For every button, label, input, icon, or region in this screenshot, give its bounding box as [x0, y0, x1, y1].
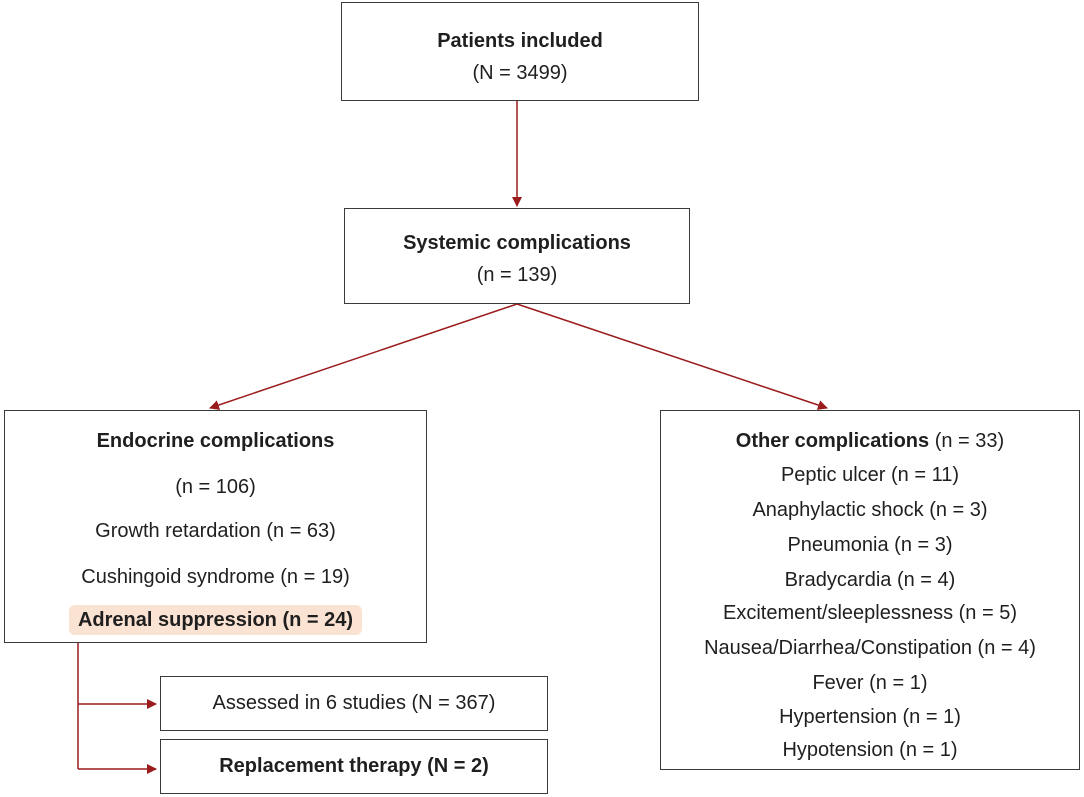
other-box: Other complications (n = 33) Peptic ulce…: [660, 410, 1080, 770]
other-item: Fever (n = 1): [812, 672, 928, 694]
other-title: Other complications: [735, 430, 930, 452]
adrenal-suppression-row: Adrenal suppression (n = 24): [5, 605, 426, 635]
adrenal-suppression-highlight: Adrenal suppression (n = 24): [68, 605, 363, 635]
other-item: Bradycardia (n = 4): [784, 569, 956, 591]
other-item: Nausea/Diarrhea/Constipation (n = 4): [704, 637, 1036, 659]
patients-title: Patients included: [437, 30, 603, 52]
endocrine-item: Cushingoid syndrome (n = 19): [81, 566, 350, 588]
other-item: Pneumonia (n = 3): [787, 534, 953, 556]
endocrine-count: (n = 106): [175, 476, 256, 498]
arrow-systemic-to-other: [516, 303, 828, 410]
systemic-title: Systemic complications: [403, 232, 631, 254]
other-title-row: Other complications (n = 33): [661, 429, 1079, 453]
systemic-box: Systemic complications (n = 139): [344, 208, 690, 304]
patients-count: (N = 3499): [472, 62, 568, 84]
replacement-box: Replacement therapy (N = 2): [160, 739, 548, 794]
other-item: Anaphylactic shock (n = 3): [752, 499, 988, 521]
systemic-count: (n = 139): [476, 264, 558, 286]
replacement-text: Replacement therapy (N = 2): [219, 755, 489, 777]
patients-box: Patients included (N = 3499): [341, 2, 699, 101]
other-item: Peptic ulcer (n = 11): [780, 464, 960, 486]
other-item: Hypertension (n = 1): [779, 706, 961, 728]
other-item: Hypotension (n = 1): [782, 739, 958, 761]
other-title-count: (n = 33): [929, 430, 1005, 452]
arrow-systemic-to-endocrine: [209, 303, 518, 410]
other-item: Excitement/sleeplessness (n = 5): [722, 602, 1018, 624]
assessed-box: Assessed in 6 studies (N = 367): [160, 676, 548, 731]
endocrine-box: Endocrine complications (n = 106) Growth…: [4, 410, 427, 643]
assessed-text: Assessed in 6 studies (N = 367): [212, 692, 496, 714]
endocrine-item: Growth retardation (n = 63): [95, 520, 336, 542]
endocrine-title: Endocrine complications: [96, 430, 335, 452]
